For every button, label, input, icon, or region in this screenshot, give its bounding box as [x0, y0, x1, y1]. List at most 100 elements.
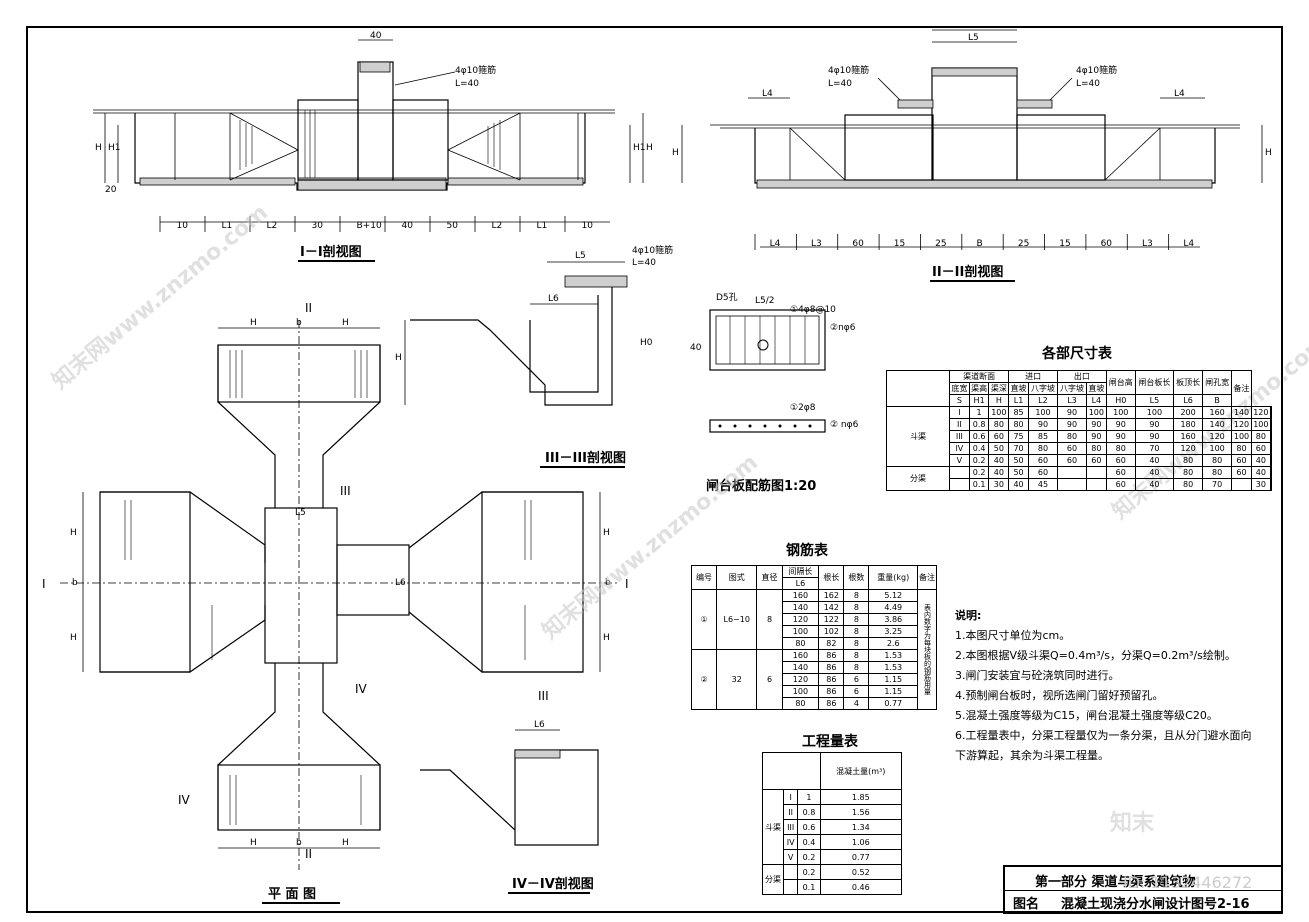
rebar-cell: 142 — [818, 601, 845, 614]
rebar-cell: 1.53 — [868, 661, 918, 674]
rebar-h-1: 图式 — [716, 565, 758, 590]
s3-dim-L6: L6 — [548, 294, 559, 304]
plate-rebar4: ② nφ6 — [830, 420, 859, 430]
dims-h-8: 闸台板长 — [1134, 370, 1175, 395]
dims-cell — [949, 466, 970, 479]
dims-cell: 100 — [1250, 418, 1271, 431]
dims-cell: 30 — [1250, 478, 1271, 491]
rebar-cell: 120 — [781, 673, 820, 686]
dims-cell: III — [949, 430, 970, 443]
notes-heading: 说明: — [955, 609, 982, 622]
rebar-cell: 80 — [781, 697, 820, 710]
qty-cell: I — [782, 789, 799, 805]
dims-cell: 45 — [1027, 478, 1058, 491]
rebar-cell: 5.12 — [868, 589, 918, 602]
rebar-note-2b: L=40 — [828, 79, 852, 89]
dims2-label: B — [977, 239, 983, 249]
dims-cell: 40 — [1008, 478, 1029, 491]
dims-cell: 100 — [1202, 442, 1233, 455]
qty-cell — [782, 864, 799, 880]
rebar-dia: 6 — [756, 649, 783, 710]
rebar-cell: 100 — [781, 685, 820, 698]
dims2-label: 25 — [1018, 239, 1029, 249]
dims-cell: 85 — [1008, 406, 1029, 419]
dims-cell: 80 — [1202, 466, 1233, 479]
dims-cell: 200 — [1173, 406, 1204, 419]
rebar-cell: 8 — [843, 613, 870, 626]
dims-cell: 80 — [1250, 430, 1271, 443]
dims1-label: 10 — [177, 221, 189, 231]
dims-cell: 80 — [1105, 442, 1136, 455]
rebar-cell: 1.53 — [868, 649, 918, 662]
rebar-cell: 122 — [818, 613, 845, 626]
s4-dim-L6: L6 — [534, 720, 545, 730]
marker-II-top: II — [305, 301, 312, 315]
qty-cell: 1 — [797, 789, 821, 805]
dim-L5-top: L5 — [968, 33, 979, 43]
dims-cell: I — [949, 406, 970, 419]
rebar-mark: ① — [690, 589, 718, 650]
dims-cell: 140 — [1231, 406, 1252, 419]
dims-cell — [1231, 478, 1252, 491]
rebar-shape: 32 — [716, 649, 758, 710]
section-1-title: I－I剖视图 — [300, 244, 362, 260]
dim-20-left: 20 — [105, 185, 117, 195]
dims-cell: IV — [949, 442, 970, 455]
dims-h-5: 八字坡 — [1056, 382, 1088, 395]
dims-table: 渠道断面 进口 出口 闸台高 闸台板长 板顶长 闸孔宽 备注 底宽 渠高 渠深 … — [886, 370, 1273, 491]
plan-dim-H-lt: H — [70, 528, 77, 538]
dims-symbol: L5 — [1134, 394, 1175, 407]
dims-cell: 60 — [1027, 454, 1058, 467]
section-3-title: III－III剖视图 — [545, 450, 626, 466]
rebar-cell: 8 — [843, 637, 870, 650]
dims-cell: 90 — [1086, 430, 1107, 443]
title-label: 图名 — [1013, 897, 1040, 912]
dims-symbol: H0 — [1105, 394, 1136, 407]
dims-h-11: 备注 — [1231, 370, 1252, 407]
dims-cell: 60 — [988, 430, 1010, 443]
rebar-h-6: 重量(kg) — [868, 565, 918, 590]
dims-cell: 0.2 — [968, 466, 990, 479]
dims-cell — [949, 478, 970, 491]
dims-symbol: S — [949, 394, 970, 407]
qty-side-label: 分渠 — [762, 864, 784, 895]
dim-H-left-2: H — [672, 148, 679, 158]
qty-cell: 0.2 — [797, 849, 821, 865]
rebar-subheader: L6 — [781, 577, 820, 590]
rebar-table-title: 钢筋表 — [786, 543, 828, 559]
rebar-remark: 表内数字为每块板的钢筋用量 — [917, 589, 937, 710]
dims-group-inlet: 进口 — [1008, 370, 1058, 383]
dims-cell: 80 — [988, 418, 1010, 431]
plan-dim-H-rb: H — [603, 633, 610, 643]
dims1-label: 50 — [447, 221, 459, 231]
dim-H-right-2: H — [1265, 148, 1272, 158]
plan-dim-L6: L6 — [395, 578, 406, 588]
dims2-label: 60 — [852, 239, 864, 249]
dims-cell: 80 — [1086, 442, 1107, 455]
dims2-label: 15 — [894, 239, 905, 249]
dims-h-3: 直坡 — [1008, 382, 1029, 395]
qty-cell: 1.34 — [819, 819, 903, 835]
dims-cell — [1086, 466, 1107, 479]
marker-III-top: III — [340, 484, 351, 498]
note-7: 下游算起，其余为斗渠工程量。 — [955, 749, 1109, 762]
dims-cell: 75 — [1008, 430, 1029, 443]
s3-dim-H0: H0 — [640, 338, 653, 348]
dims2-label: L4 — [770, 239, 781, 249]
dims-cell: 60 — [1056, 442, 1088, 455]
rebar-cell: 100 — [781, 625, 820, 638]
plan-dim-H-tl: H — [250, 318, 257, 328]
dims-cell: 120 — [1202, 430, 1233, 443]
plan-dim-b-left: b — [72, 578, 78, 588]
qty-side-label: 斗渠 — [762, 789, 784, 865]
dims-cell: 60 — [1027, 466, 1058, 479]
marker-II-bottom: II — [305, 847, 312, 861]
dims2-label: L4 — [1183, 239, 1194, 249]
